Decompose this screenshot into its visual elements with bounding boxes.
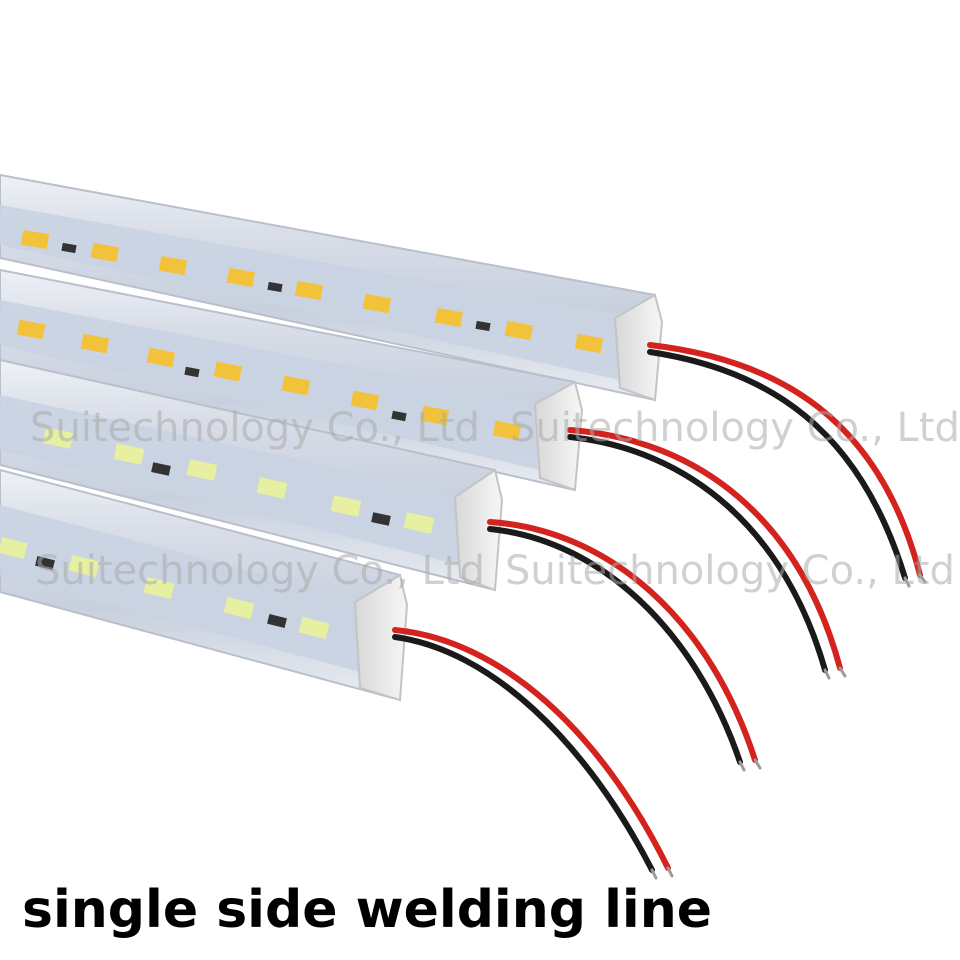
watermark-2: Suitechnology Co., Ltd — [510, 405, 960, 451]
wires — [392, 342, 927, 880]
led-bar-3 — [0, 358, 504, 592]
led-bar-4 — [0, 468, 409, 702]
caption-text: single side welding line — [22, 880, 713, 940]
watermark-3: Suitechnology Co., Ltd — [35, 548, 485, 594]
watermark-4: Suitechnology Co., Ltd — [505, 548, 955, 594]
watermark-1: Suitechnology Co., Ltd — [30, 405, 480, 451]
led-chips — [0, 229, 604, 640]
